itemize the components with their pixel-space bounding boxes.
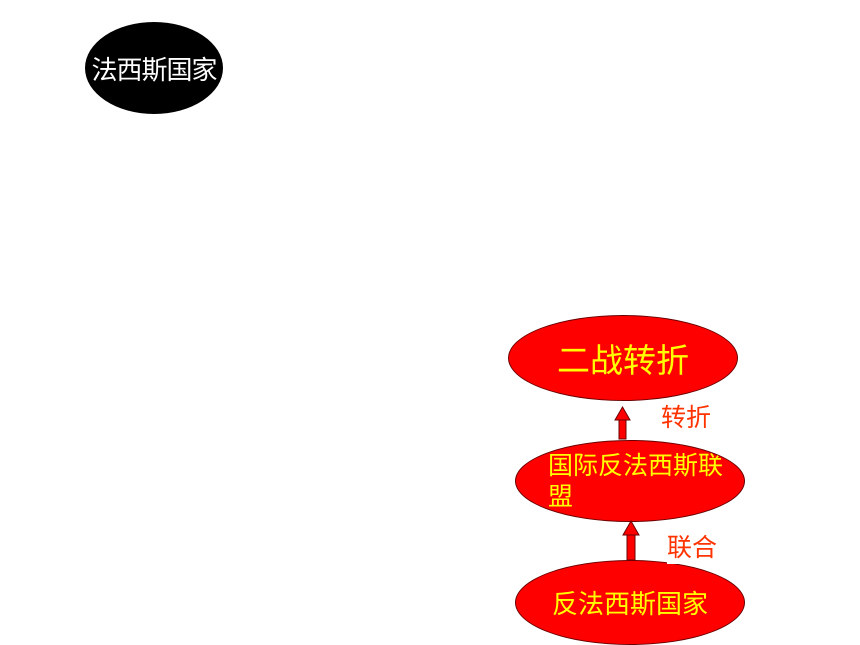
node-anti-fascist-states-label: 反法西斯国家 bbox=[551, 590, 708, 620]
node-anti-fascist-states: 反法西斯国家 bbox=[515, 560, 745, 645]
node-ww2-turning-point: 二战转折 bbox=[508, 315, 738, 401]
node-anti-fascist-alliance-label: 国际反法西斯联盟 bbox=[548, 451, 724, 511]
arrow-unite bbox=[622, 519, 640, 561]
node-fascist-states: 法西斯国家 bbox=[85, 22, 223, 114]
node-ww2-turning-point-label: 二战转折 bbox=[557, 341, 689, 380]
node-fascist-states-label: 法西斯国家 bbox=[91, 55, 217, 86]
edge-label-turn: 转折 bbox=[661, 403, 712, 432]
node-anti-fascist-alliance: 国际反法西斯联盟 bbox=[515, 440, 745, 522]
edge-label-unite: 联合 bbox=[667, 528, 718, 564]
arrow-turn bbox=[614, 405, 631, 440]
